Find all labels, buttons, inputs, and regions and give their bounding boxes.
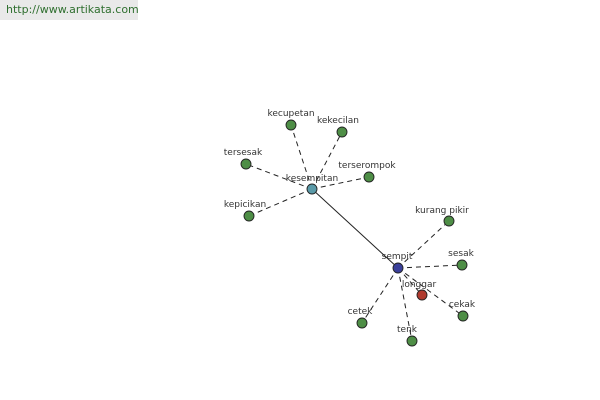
node-dot-kecupetan[interactable] [285, 119, 297, 131]
node-label-sempit: sempit [382, 252, 413, 262]
source-url[interactable]: http://www.artikata.com [0, 0, 139, 20]
node-sempit[interactable]: sempit [382, 252, 413, 274]
edge-sempit-longgar [397, 267, 423, 296]
node-tersesak[interactable]: tersesak [224, 148, 263, 170]
node-label-tersesak: tersesak [224, 148, 263, 158]
node-tenk[interactable]: tenk [397, 325, 418, 347]
node-kesempitan[interactable]: kesempitan [286, 174, 338, 195]
node-label-kesempitan: kesempitan [286, 174, 338, 184]
node-dot-sesak[interactable] [456, 259, 468, 271]
node-label-cekak: cekak [449, 300, 476, 310]
node-kepicikan[interactable]: kepicikan [224, 200, 266, 222]
node-dot-tersesak[interactable] [240, 158, 252, 170]
node-label-kecupetan: kecupetan [267, 109, 314, 119]
edge-sempit-sesak [397, 264, 463, 269]
node-kekecilan[interactable]: kekecilan [317, 116, 359, 138]
node-kurang-pikir[interactable]: kurang pikir [415, 206, 469, 227]
node-dot-kesempitan[interactable] [306, 183, 318, 195]
node-dot-tenk[interactable] [406, 335, 418, 347]
node-sesak[interactable]: sesak [448, 249, 475, 271]
node-dot-cekak[interactable] [457, 310, 469, 322]
node-longgar[interactable]: longgar [402, 280, 437, 301]
edge-kesempitan-kecupetan [290, 124, 313, 190]
edge-kesempitan-kekecilan [311, 131, 343, 190]
node-terserompok[interactable]: terserompok [338, 161, 396, 183]
node-label-kekecilan: kekecilan [317, 116, 359, 126]
node-dot-kepicikan[interactable] [243, 210, 255, 222]
node-label-kepicikan: kepicikan [224, 200, 266, 210]
edge-kesempitan-terserompok [311, 176, 370, 190]
edge-kesempitan-tersesak [245, 163, 313, 190]
node-label-kurang-pikir: kurang pikir [415, 206, 469, 216]
node-cekak[interactable]: cekak [449, 300, 476, 322]
edge-sempit-tenk [397, 267, 413, 342]
node-label-terserompok: terserompok [338, 161, 396, 171]
node-dot-cetek[interactable] [356, 317, 368, 329]
node-label-cetek: cetek [348, 307, 374, 317]
node-cetek[interactable]: cetek [348, 307, 374, 329]
node-dot-sempit[interactable] [392, 262, 404, 274]
node-dot-longgar[interactable] [416, 289, 428, 301]
edge-sempit-cetek [361, 267, 399, 324]
node-dot-kurang-pikir[interactable] [443, 215, 455, 227]
node-label-tenk: tenk [397, 325, 418, 335]
node-label-longgar: longgar [402, 280, 437, 290]
node-kecupetan[interactable]: kecupetan [267, 109, 315, 131]
node-label-sesak: sesak [448, 249, 474, 259]
edge-kesempitan-kepicikan [248, 188, 313, 217]
edge-sempit-kurang-pikir [397, 220, 450, 269]
node-dot-terserompok[interactable] [363, 171, 375, 183]
node-dot-kekecilan[interactable] [336, 126, 348, 138]
edges-layer [245, 124, 464, 342]
edge-sempit-cekak [397, 267, 464, 317]
edge-kesempitan-sempit [311, 188, 399, 269]
